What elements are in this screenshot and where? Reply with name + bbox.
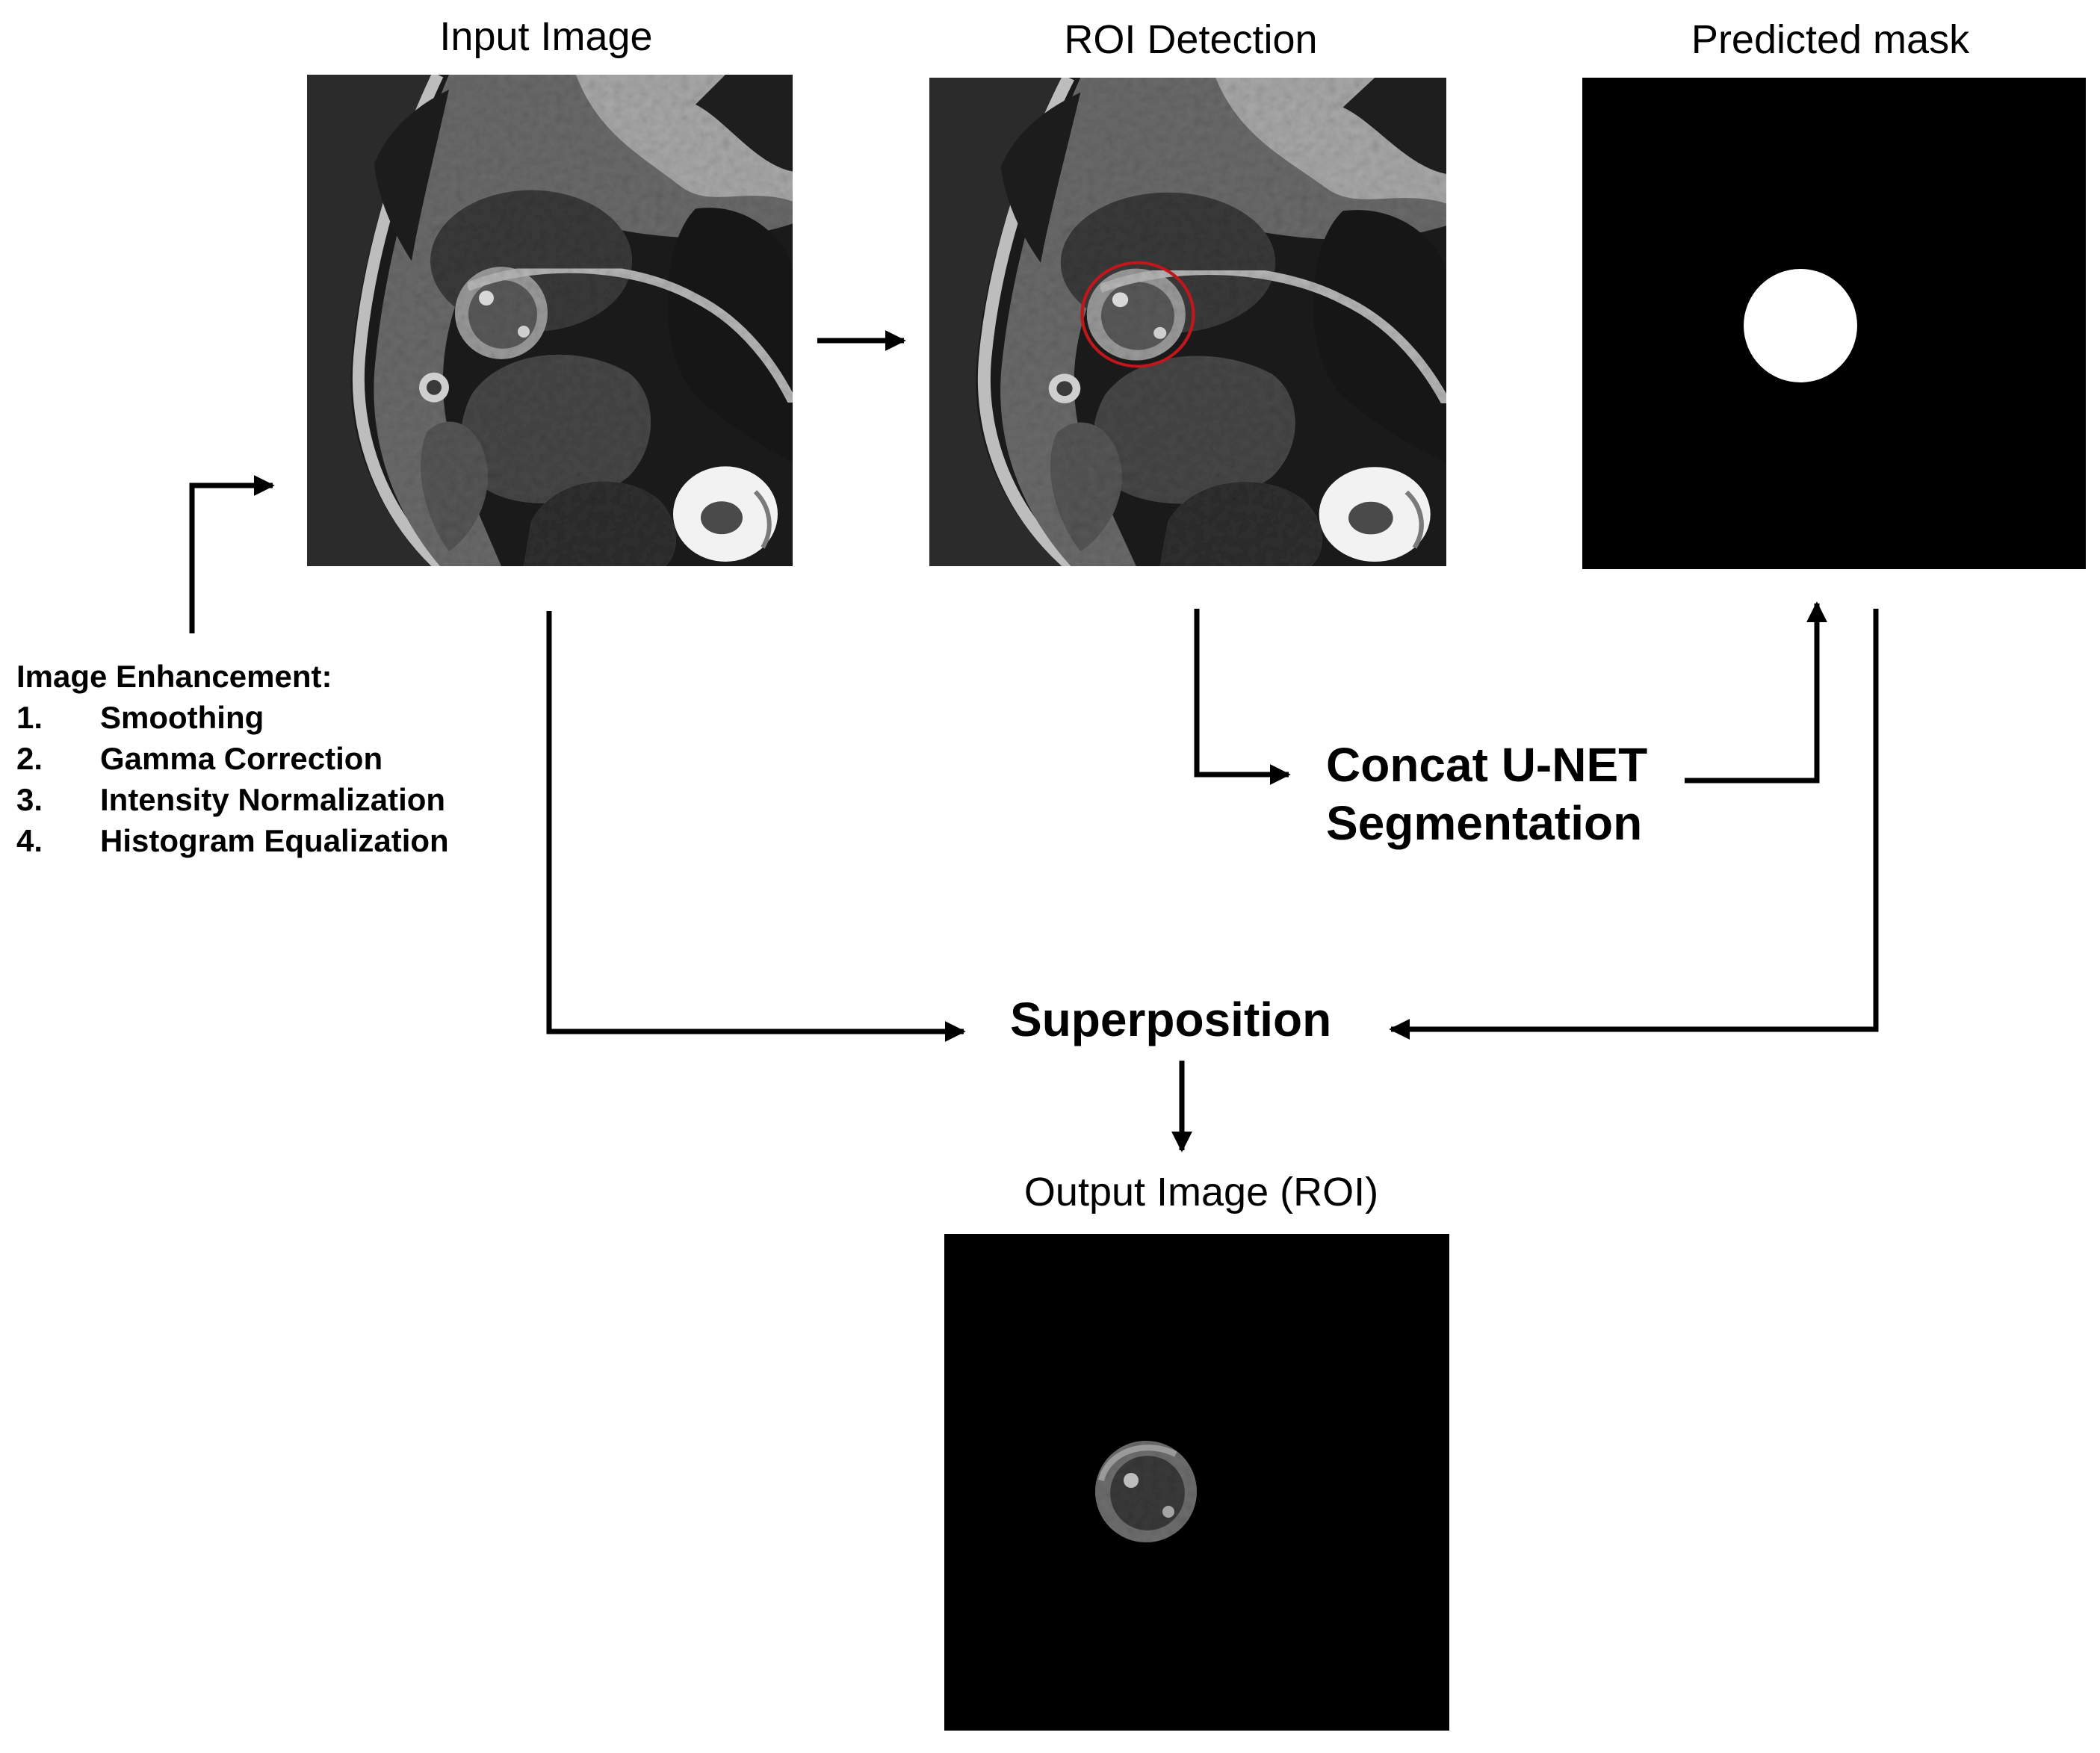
roi-detection-image [929,78,1446,566]
roi-detection-title: ROI Detection [1064,17,1318,62]
input-image [307,75,793,566]
predicted-mask-image [1582,78,2086,569]
input-mri-scan [307,75,793,566]
enhancement-step: 3. Intensity Normalization [16,782,446,817]
output-image-title: Output Image (ROI) [1023,1170,1379,1214]
predicted-mask-title: Predicted mask [1691,17,1970,62]
arrow-input-to-superposition [546,611,966,1042]
arrow-enhancement-to-input [189,475,275,633]
enhancement-heading: Image Enhancement: [16,659,332,694]
roi-circle-marker [1080,261,1195,368]
superposition-label: Superposition [1010,993,1332,1046]
input-image-title: Input Image [439,14,653,59]
mask-canvas [1582,78,2086,569]
arrow-unet-to-mask [1685,601,1827,784]
image-enhancement-list: Image Enhancement: 1. Smoothing 2. Gamma… [16,656,449,861]
segmentation-label: Concat U-NET Segmentation [1326,738,1648,850]
enhancement-step: 1. Smoothing [16,700,264,735]
enhancement-step: 4. Histogram Equalization [16,823,449,858]
output-image [944,1234,1449,1731]
arrow-roi-to-unet [1194,609,1291,785]
output-canvas [944,1234,1449,1731]
mask-blob [1744,269,1857,382]
enhancement-step: 2. Gamma Correction [16,741,383,776]
roi-mri-scan [929,78,1446,566]
